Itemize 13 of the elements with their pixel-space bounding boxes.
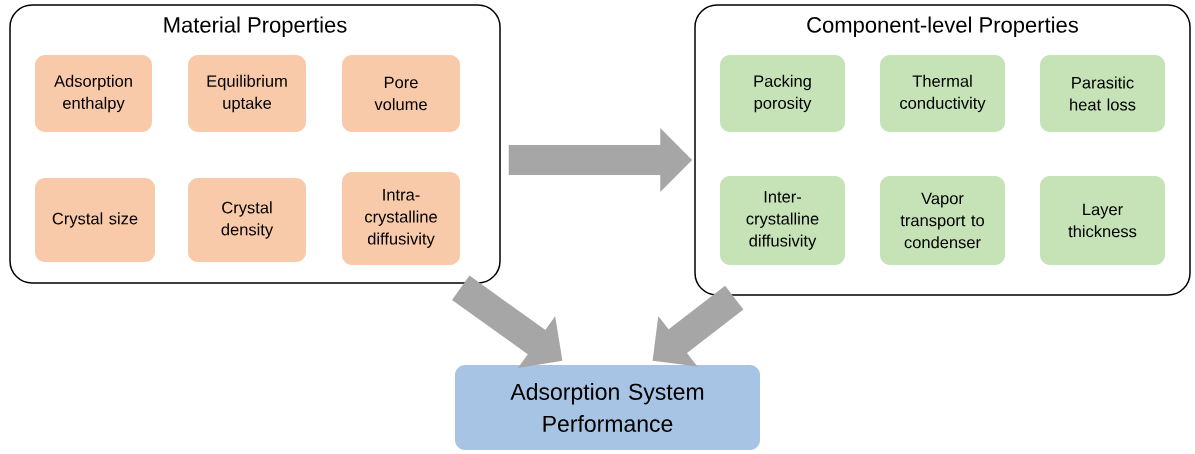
property-box: Adsorption enthalpy [35,55,152,132]
property-box: Vapor transport to condenser [880,176,1005,265]
property-box: Pore volume [342,55,460,132]
property-box: Packing porosity [720,55,845,132]
property-box: Crystal size [35,178,155,262]
property-box: Crystal density [188,178,306,262]
property-box: Intra-crystalline diffusivity [342,172,460,265]
property-box: Thermal conductivity [880,55,1005,132]
property-box: Parasitic heat loss [1040,55,1165,132]
property-box: Equilibrium uptake [188,55,306,132]
property-box: Layer thickness [1040,176,1165,265]
property-box: Inter-crystalline diffusivity [720,176,845,265]
result-box: Adsorption System Performance [455,365,760,450]
